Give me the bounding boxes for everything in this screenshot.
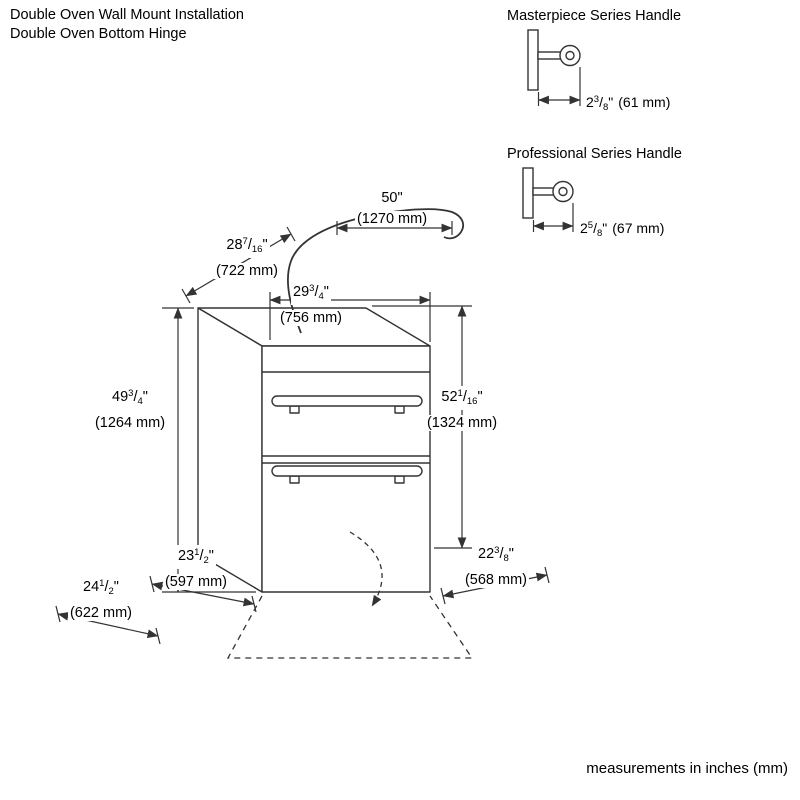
dimension-depth-top: 287/16" (722 mm) (172, 234, 322, 279)
oven-isometric (197, 307, 431, 593)
dimension-width-top: 293/4" (756 mm) (236, 281, 386, 326)
page-title-line1: Double Oven Wall Mount Installation (10, 7, 244, 23)
professional-handle-drawing (522, 167, 574, 232)
dimension-height-left: 493/4" (1264 mm) (55, 386, 205, 431)
door-open-projection-dashed (226, 595, 474, 659)
door-swing-arc (349, 531, 383, 607)
dimension-value: 293/4" (291, 281, 331, 305)
dimension-mm: (722 mm) (213, 263, 281, 279)
professional-handle-title: Professional Series Handle (507, 146, 682, 162)
dimension-mm: (1264 mm) (92, 415, 168, 431)
dimension-mm: (61 mm) (618, 94, 671, 110)
dimension-mm: (622 mm) (67, 605, 135, 621)
dimension-mm: (756 mm) (277, 310, 345, 326)
measurements-note: measurements in inches (mm) (586, 760, 788, 777)
masterpiece-handle-drawing (527, 29, 581, 106)
dimension-value: 223/8" (476, 543, 516, 567)
dimension-depth-bottom-outer: 241/2" (622 mm) (26, 576, 176, 621)
dimension-value: 231/2" (176, 545, 216, 569)
dimension-value: 2 (580, 220, 588, 236)
dimension-value: 287/16" (224, 234, 270, 258)
masterpiece-handle-title: Masterpiece Series Handle (507, 8, 682, 24)
dimension-value: 2 (586, 94, 594, 110)
page-title-line2: Double Oven Bottom Hinge (10, 26, 187, 42)
dimension-mm: (568 mm) (462, 572, 530, 588)
dimension-height-right: 521/16" (1324 mm) (387, 386, 537, 431)
dimension-value: 50" (379, 190, 405, 206)
dimension-door-projection: 223/8" (568 mm) (421, 543, 571, 588)
professional-handle-dimension: 25/8"(67 mm) (580, 220, 665, 239)
dimension-mm: (1324 mm) (424, 415, 500, 431)
masterpiece-handle-dimension: 23/8"(61 mm) (586, 94, 671, 113)
dimension-mm: (1270 mm) (354, 211, 430, 227)
upper-oven-handle (271, 395, 423, 414)
dimension-mm: (67 mm) (612, 220, 665, 236)
dimension-conduit-length: 50" (1270 mm) (317, 190, 467, 227)
lower-oven-handle (271, 465, 423, 484)
page-title: Double Oven Wall Mount Installation Doub… (10, 6, 244, 44)
dimension-value: 493/4" (110, 386, 150, 410)
dimension-value: 521/16" (439, 386, 485, 410)
dimension-value: 241/2" (81, 576, 121, 600)
